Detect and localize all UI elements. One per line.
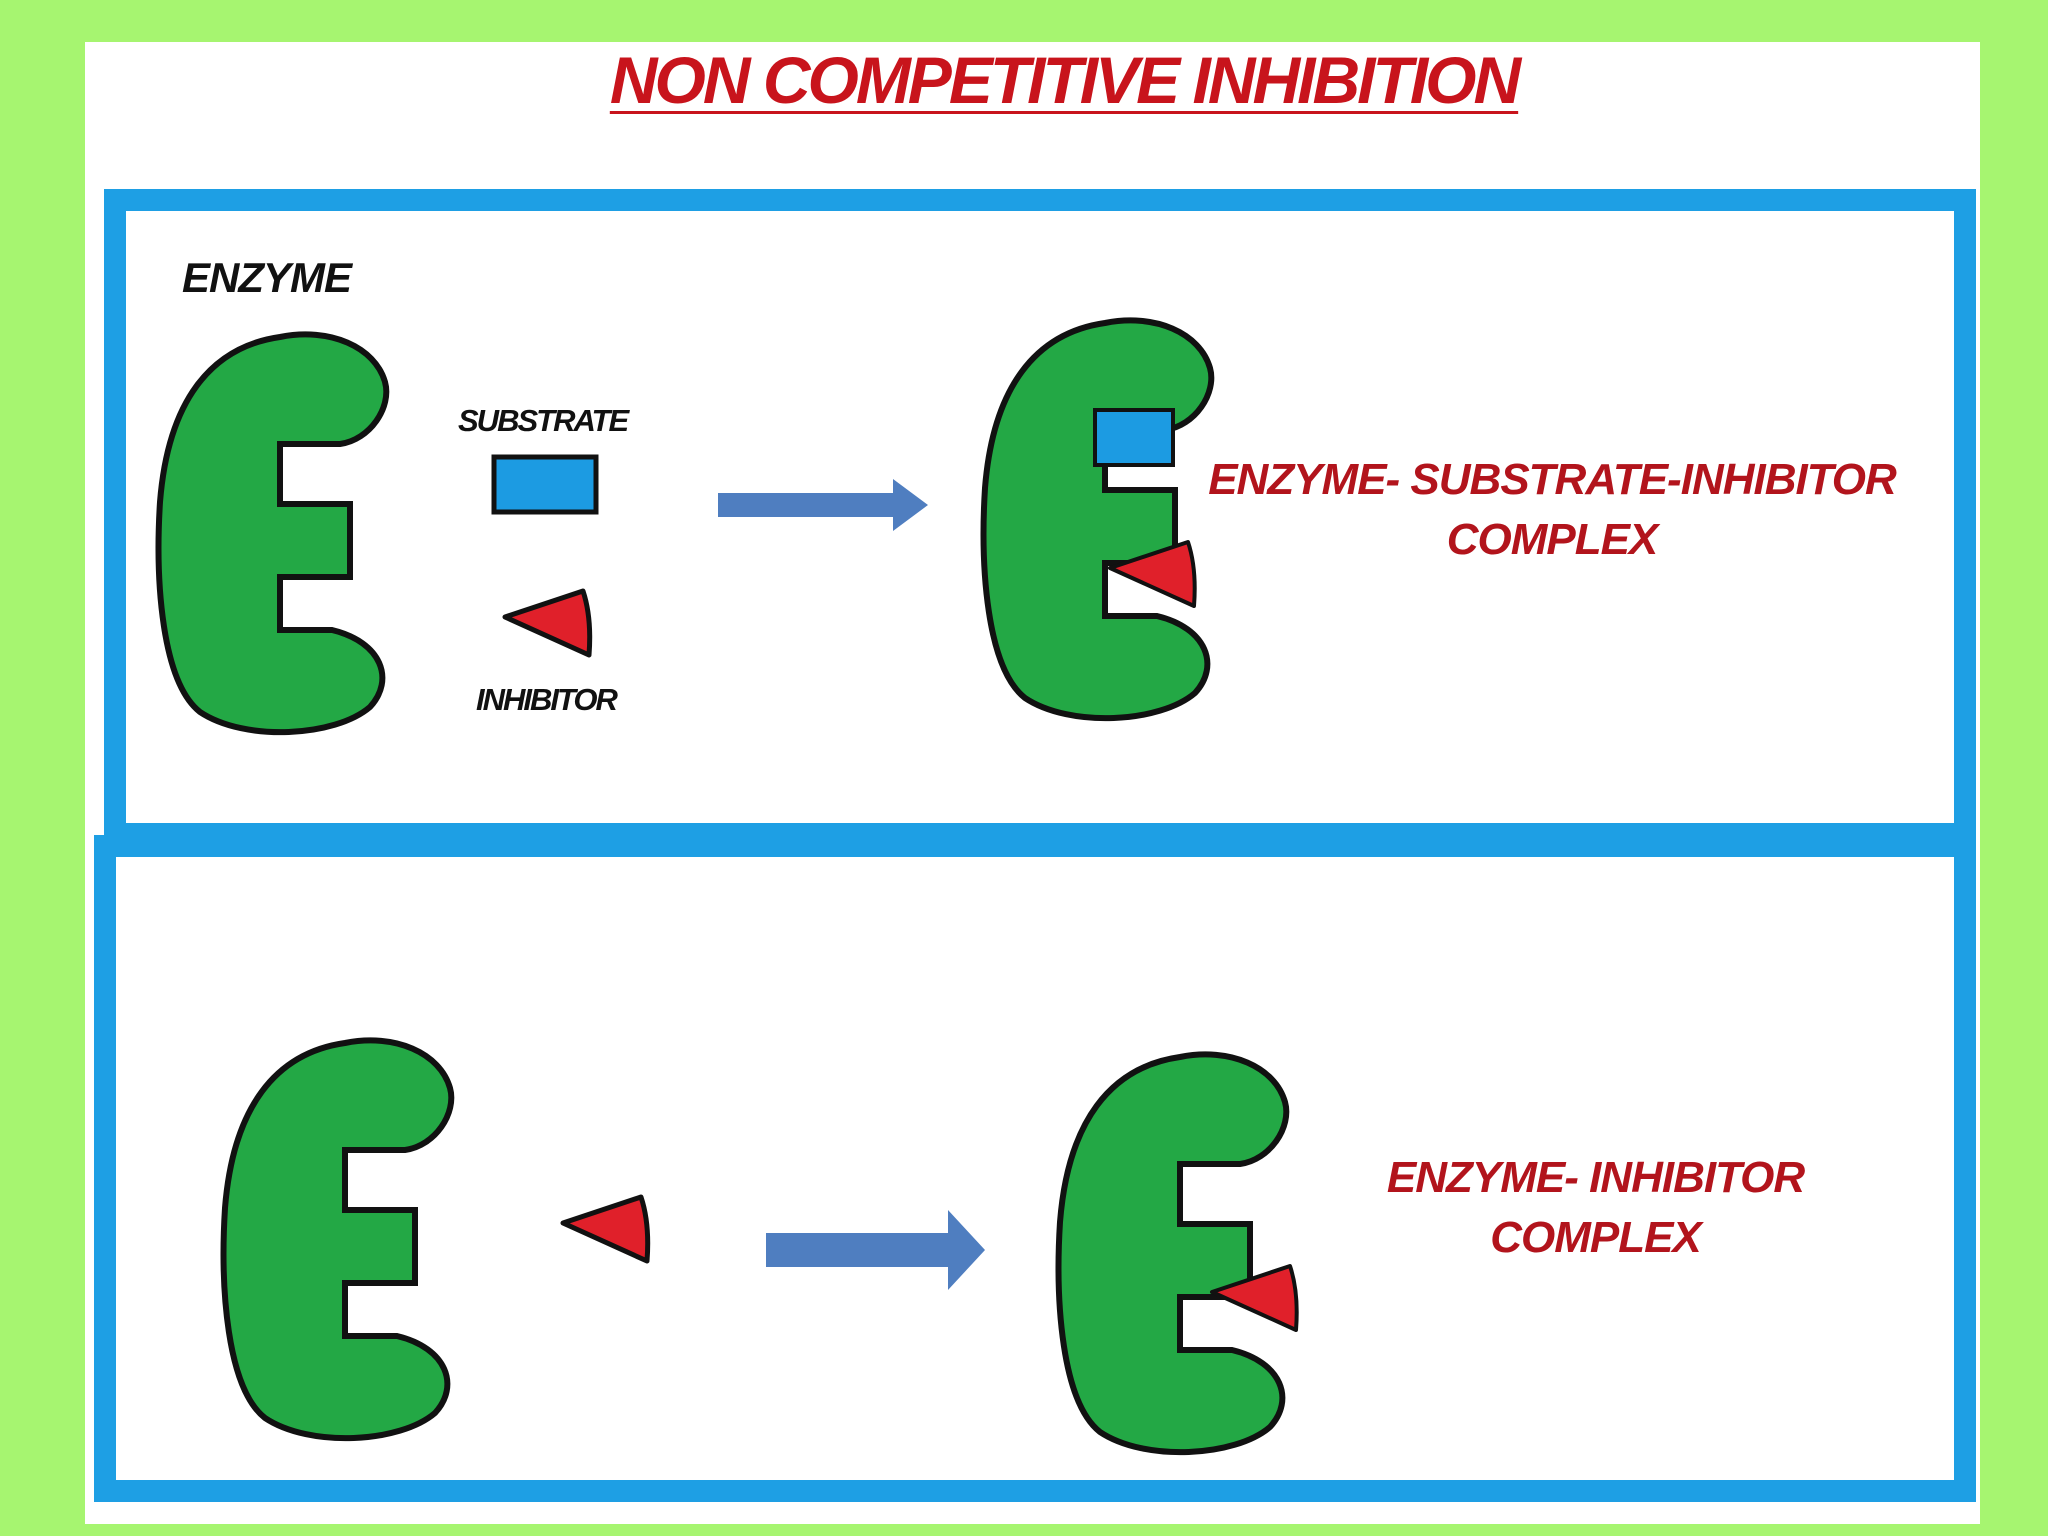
enzyme-label: ENZYME bbox=[182, 254, 352, 301]
enzyme-inhibitor-complex bbox=[1059, 1054, 1299, 1452]
enzyme-substrate-inhibitor-complex-label: ENZYME- SUBSTRATE-INHIBITOR COMPLEX bbox=[1187, 450, 1917, 570]
page-title: NON COMPETITIVE INHIBITION bbox=[609, 43, 1521, 117]
panel-bottom-border bbox=[94, 835, 1976, 1502]
substrate-label: SUBSTRATE bbox=[458, 403, 629, 438]
inhibitor-bottom bbox=[563, 1197, 648, 1261]
inhibitor-top bbox=[505, 591, 590, 655]
complex-label-top-line2: COMPLEX bbox=[1446, 515, 1659, 564]
enzyme-bottom-free bbox=[224, 1040, 452, 1438]
complex-label-top-line1: ENZYME- SUBSTRATE-INHIBITOR bbox=[1208, 455, 1897, 504]
complex-label-bottom-line2: COMPLEX bbox=[1490, 1213, 1702, 1262]
reaction-arrow-top bbox=[718, 479, 928, 531]
panel-top-border bbox=[104, 189, 1976, 845]
substrate-top bbox=[491, 454, 599, 515]
enzyme-top-free bbox=[159, 334, 387, 732]
bound-substrate-top bbox=[1093, 408, 1175, 467]
enzyme-substrate-inhibitor-complex bbox=[984, 320, 1212, 718]
reaction-arrow-bottom bbox=[766, 1210, 985, 1290]
inhibitor-label: INHIBITOR bbox=[476, 682, 618, 717]
enzyme-inhibitor-complex-label: ENZYME- INHIBITOR COMPLEX bbox=[1358, 1148, 1833, 1268]
complex-label-bottom-line1: ENZYME- INHIBITOR bbox=[1386, 1153, 1805, 1202]
